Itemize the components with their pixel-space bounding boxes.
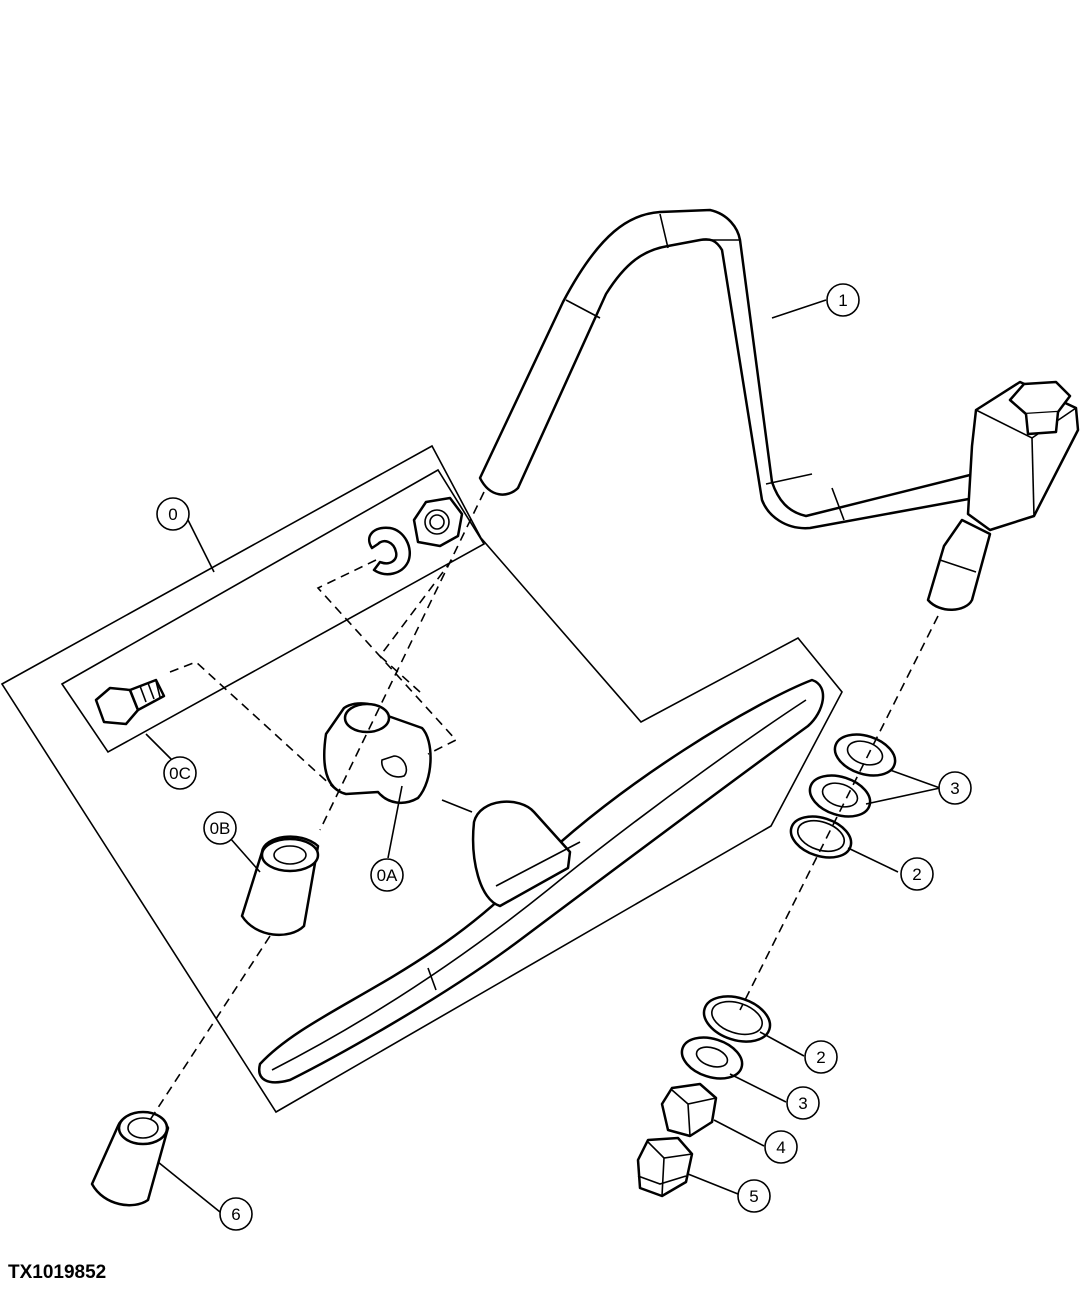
callout-3-upper: 3 xyxy=(938,771,972,805)
washer-lower-3 xyxy=(680,1036,744,1080)
callout-2-upper: 2 xyxy=(900,857,934,891)
washer-upper-2 xyxy=(789,815,853,859)
svg-text:5: 5 xyxy=(749,1187,758,1206)
svg-text:3: 3 xyxy=(798,1094,807,1113)
leader-6 xyxy=(157,1161,221,1213)
assembly-line-pin xyxy=(319,491,485,831)
callout-0A: 0A xyxy=(370,858,404,892)
pedal-pad xyxy=(257,678,825,1084)
callout-2-lower: 2 xyxy=(804,1040,838,1074)
callout-4: 4 xyxy=(764,1130,798,1164)
bushing-6 xyxy=(90,1110,170,1207)
svg-text:4: 4 xyxy=(776,1138,785,1157)
assembly-line-bolt xyxy=(169,661,335,789)
assembly-line-clevis xyxy=(441,799,473,813)
svg-text:0C: 0C xyxy=(169,764,191,783)
leader-4 xyxy=(713,1119,765,1147)
kit-nut xyxy=(412,496,464,548)
kit-bolt xyxy=(94,678,166,726)
hardware-group-outline xyxy=(60,468,486,754)
leader-0B xyxy=(229,837,261,873)
leader-2b xyxy=(759,1031,805,1057)
clevis-bracket xyxy=(323,702,432,805)
callout-6: 6 xyxy=(219,1197,253,1231)
svg-text:0B: 0B xyxy=(210,819,231,838)
svg-text:3: 3 xyxy=(950,779,959,798)
leader-1 xyxy=(771,299,827,319)
svg-text:1: 1 xyxy=(838,291,847,310)
leader-0C xyxy=(145,733,173,761)
svg-text:0A: 0A xyxy=(377,866,398,885)
callout-0: 0 xyxy=(156,497,190,531)
locknut-5 xyxy=(636,1136,694,1198)
washer-upper-3b xyxy=(808,774,872,818)
assembly-line-pad xyxy=(378,559,453,693)
assembly-line-bushing xyxy=(149,935,271,1121)
leader-2a xyxy=(847,847,899,873)
svg-text:2: 2 xyxy=(816,1048,825,1067)
leader-3b xyxy=(729,1073,787,1103)
callout-3-lower: 3 xyxy=(786,1086,820,1120)
callout-0B: 0B xyxy=(203,811,237,845)
bushing xyxy=(240,835,320,937)
assembly-line-stud xyxy=(739,615,939,1011)
svg-text:6: 6 xyxy=(231,1205,240,1224)
leader-5 xyxy=(687,1173,739,1195)
nut-4 xyxy=(660,1082,718,1138)
kit-snap-ring xyxy=(367,526,411,576)
washer-upper-3a xyxy=(833,733,897,777)
washer-lower-2 xyxy=(702,995,772,1043)
figure-id: TX1019852 xyxy=(8,1262,107,1283)
callout-1: 1 xyxy=(826,283,860,317)
assembly-line-snap xyxy=(316,559,458,755)
bent-rod xyxy=(478,208,1080,611)
svg-text:0: 0 xyxy=(168,505,177,524)
svg-text:2: 2 xyxy=(912,865,921,884)
leader-0A xyxy=(387,785,403,859)
leader-0 xyxy=(187,519,215,573)
leader-3a xyxy=(865,769,941,805)
kit-outline xyxy=(0,444,843,1114)
callout-5: 5 xyxy=(737,1179,771,1213)
callout-0C: 0C xyxy=(163,756,197,790)
